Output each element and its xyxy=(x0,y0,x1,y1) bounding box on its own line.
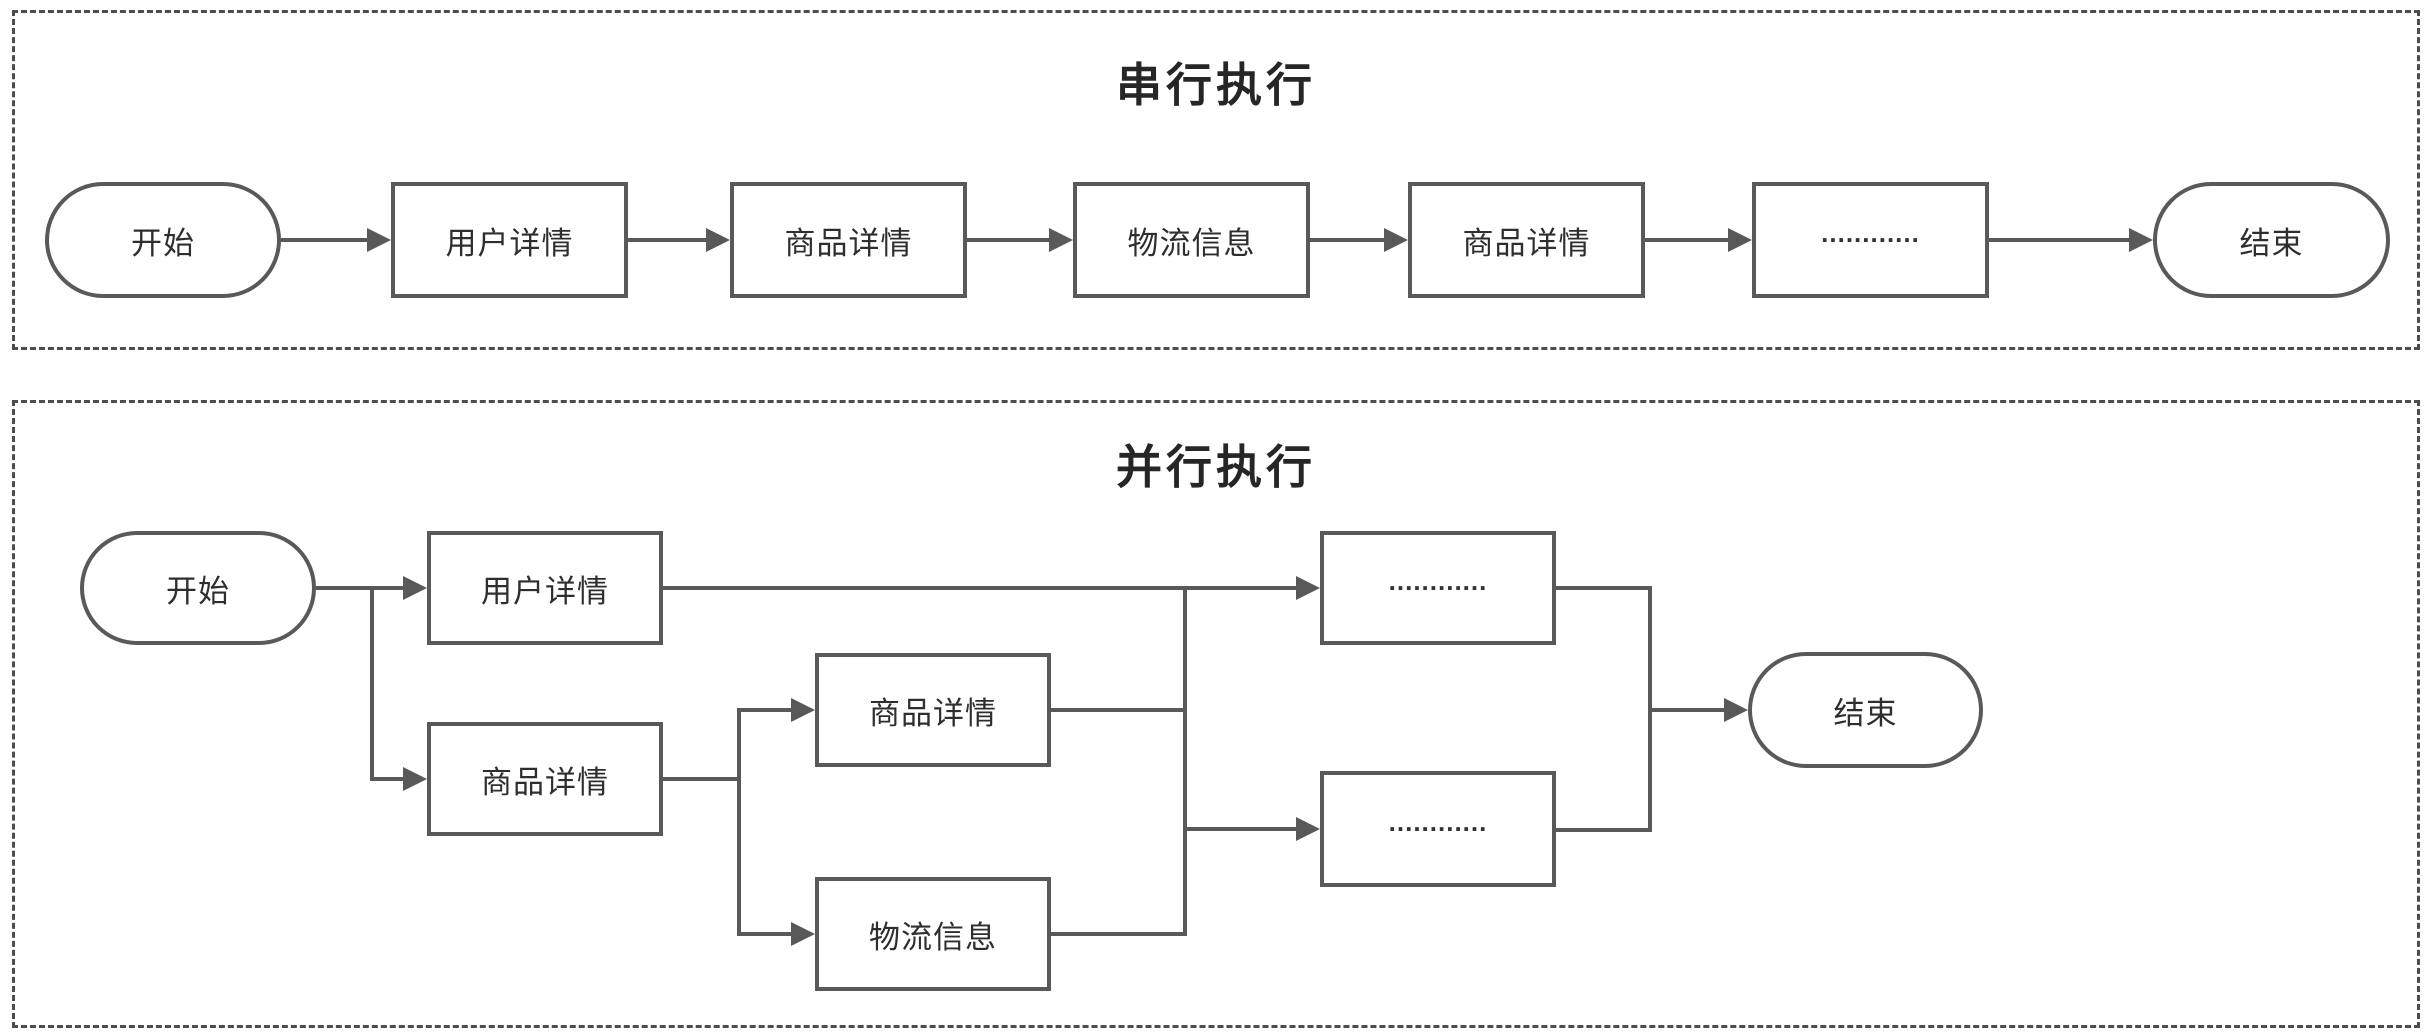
serial-connector-3-arrowhead-icon xyxy=(1049,228,1073,252)
conn-bus-product2-line xyxy=(739,708,793,712)
conn-start-user-arrowhead-icon xyxy=(403,576,427,600)
split-bus-vline xyxy=(737,708,741,936)
conn-merge-dotsbottom-arrowhead-icon xyxy=(1296,817,1320,841)
conn-bus-product2-arrowhead-icon xyxy=(791,698,815,722)
serial-title: 串行执行 xyxy=(1116,59,1316,111)
parallel-user-detail-node: 用户详情 xyxy=(427,531,663,645)
conn-product2-merge-line xyxy=(1051,708,1185,712)
conn-bus-logistics-line xyxy=(739,932,793,936)
parallel-panel: 并行执行 开始 用户详情 商品详情 商品详情 物流信息 ............… xyxy=(12,400,2420,1028)
conn-start-product1-line xyxy=(372,777,403,781)
parallel-logistics-node: 物流信息 xyxy=(815,877,1051,991)
conn-start-branch-vline xyxy=(370,586,374,781)
serial-user-detail-node: 用户详情 xyxy=(391,182,628,298)
serial-product-detail-node-1: 商品详情 xyxy=(730,182,967,298)
serial-connector-6-line xyxy=(1989,238,2131,242)
parallel-product-detail-node-1: 商品详情 xyxy=(427,722,663,836)
conn-start-user-line xyxy=(316,586,403,590)
parallel-ellipsis-node-bottom: ............ xyxy=(1320,771,1556,887)
serial-ellipsis-node: ............ xyxy=(1752,182,1989,298)
serial-connector-1-arrowhead-icon xyxy=(367,228,391,252)
serial-product-detail-node-2: 商品详情 xyxy=(1408,182,1645,298)
serial-connector-1-line xyxy=(281,238,369,242)
conn-start-product1-arrowhead-icon xyxy=(403,767,427,791)
parallel-title: 并行执行 xyxy=(1116,441,1316,493)
conn-endbus-end-arrowhead-icon xyxy=(1724,698,1748,722)
serial-connector-2-arrowhead-icon xyxy=(706,228,730,252)
serial-connector-6-arrowhead-icon xyxy=(2129,228,2153,252)
conn-user-dotstop-arrowhead-icon xyxy=(1296,576,1320,600)
serial-connector-2-line xyxy=(628,238,708,242)
parallel-start-terminal: 开始 xyxy=(80,531,316,645)
serial-connector-4-arrowhead-icon xyxy=(1384,228,1408,252)
conn-product1-bus-line xyxy=(663,777,739,781)
serial-start-terminal: 开始 xyxy=(45,182,281,298)
parallel-product-detail-node-2: 商品详情 xyxy=(815,653,1051,767)
serial-connector-5-arrowhead-icon xyxy=(1728,228,1752,252)
conn-user-dotstop-line xyxy=(663,586,1298,590)
serial-panel: 串行执行 开始 用户详情 商品详情 物流信息 商品详情 ............… xyxy=(12,10,2420,350)
conn-endbus-end-line xyxy=(1650,708,1724,712)
conn-merge-dotsbottom-line xyxy=(1185,827,1296,831)
serial-connector-4-line xyxy=(1310,238,1386,242)
serial-logistics-node: 物流信息 xyxy=(1073,182,1310,298)
parallel-ellipsis-node-top: ............ xyxy=(1320,531,1556,645)
parallel-end-terminal: 结束 xyxy=(1748,652,1983,768)
serial-end-terminal: 结束 xyxy=(2153,182,2390,298)
serial-connector-5-line xyxy=(1645,238,1730,242)
conn-bus-logistics-arrowhead-icon xyxy=(791,922,815,946)
conn-dotstop-endbus-line xyxy=(1556,586,1650,590)
merge-bus-vline xyxy=(1183,586,1187,936)
conn-dotsbottom-endbus-line xyxy=(1556,828,1650,832)
conn-logistics-merge-line xyxy=(1051,932,1185,936)
serial-connector-3-line xyxy=(967,238,1051,242)
